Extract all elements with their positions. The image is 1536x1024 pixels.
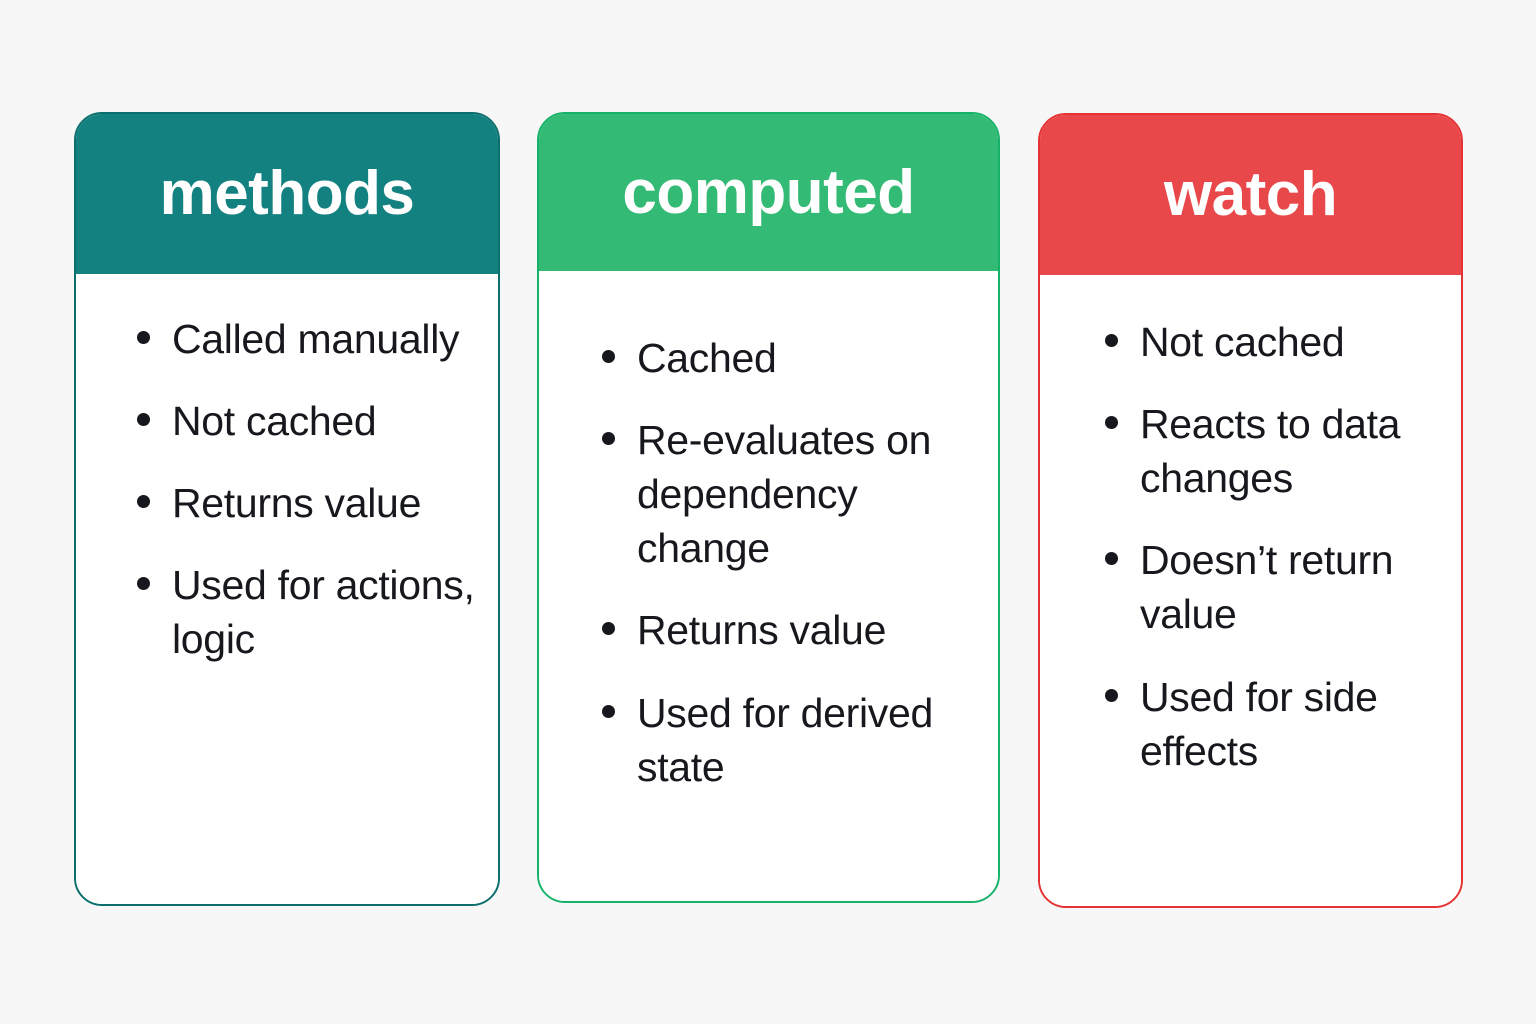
- bullet-dot-icon: [1105, 334, 1118, 347]
- list-item: Returns value: [597, 603, 984, 657]
- list-item-label: Not cached: [1140, 319, 1345, 365]
- card-watch-header: watch: [1040, 115, 1461, 275]
- card-computed: computed Cached Re-evaluates on dependen…: [537, 112, 1000, 903]
- list-item-label: Re-evaluates on dependency change: [637, 417, 932, 572]
- bullet-dot-icon: [602, 704, 615, 718]
- list-item-label: Doesn’t return value: [1140, 537, 1394, 638]
- bullet-dot-icon: [1105, 416, 1118, 430]
- bullet-dot-icon: [137, 331, 150, 344]
- list-item-label: Used for actions, logic: [172, 562, 475, 663]
- bullet-dot-icon: [1105, 688, 1118, 702]
- list-item-label: Called manually: [172, 316, 460, 362]
- card-watch-body: Not cached Reacts to data changes Doesn’…: [1040, 275, 1461, 906]
- list-item: Reacts to data changes: [1100, 397, 1445, 505]
- card-computed-title: computed: [622, 157, 915, 227]
- list-item-label: Used for side effects: [1140, 673, 1378, 774]
- list-item: Not cached: [1100, 315, 1445, 369]
- card-methods: methods Called manually Not cached Retur…: [74, 112, 500, 906]
- list-item-label: Returns value: [637, 607, 887, 654]
- list-item-label: Cached: [637, 335, 777, 381]
- list-item: Cached: [597, 331, 984, 385]
- list-item: Called manually: [132, 312, 482, 366]
- list-item: Doesn’t return value: [1100, 533, 1445, 641]
- list-item: Not cached: [132, 394, 482, 448]
- list-item-label: Used for derived state: [637, 689, 934, 790]
- card-computed-body: Cached Re-evaluates on dependency change…: [539, 271, 998, 901]
- bullet-dot-icon: [602, 622, 615, 636]
- bullet-dot-icon: [137, 495, 150, 509]
- list-item: Re-evaluates on dependency change: [597, 413, 984, 575]
- card-watch-feature-list: Not cached Reacts to data changes Doesn’…: [1100, 315, 1445, 778]
- card-computed-feature-list: Cached Re-evaluates on dependency change…: [597, 331, 984, 794]
- card-methods-header: methods: [76, 114, 498, 274]
- bullet-dot-icon: [1105, 552, 1118, 566]
- list-item-label: Not cached: [172, 398, 377, 445]
- bullet-dot-icon: [137, 413, 150, 427]
- bullet-dot-icon: [602, 350, 615, 363]
- card-methods-feature-list: Called manually Not cached Returns value…: [132, 312, 482, 667]
- card-computed-header: computed: [539, 114, 998, 271]
- bullet-dot-icon: [137, 577, 150, 591]
- list-item: Used for derived state: [597, 686, 984, 794]
- list-item: Used for side effects: [1100, 670, 1445, 778]
- list-item-label: Returns value: [172, 480, 422, 527]
- card-watch-title: watch: [1163, 160, 1338, 229]
- bullet-dot-icon: [602, 432, 615, 446]
- card-watch: watch Not cached Reacts to data changes …: [1038, 113, 1463, 908]
- list-item: Used for actions, logic: [132, 558, 482, 666]
- list-item-label: Reacts to data changes: [1140, 401, 1401, 502]
- card-methods-body: Called manually Not cached Returns value…: [76, 274, 498, 904]
- list-item: Returns value: [132, 476, 482, 530]
- card-methods-title: methods: [159, 159, 415, 228]
